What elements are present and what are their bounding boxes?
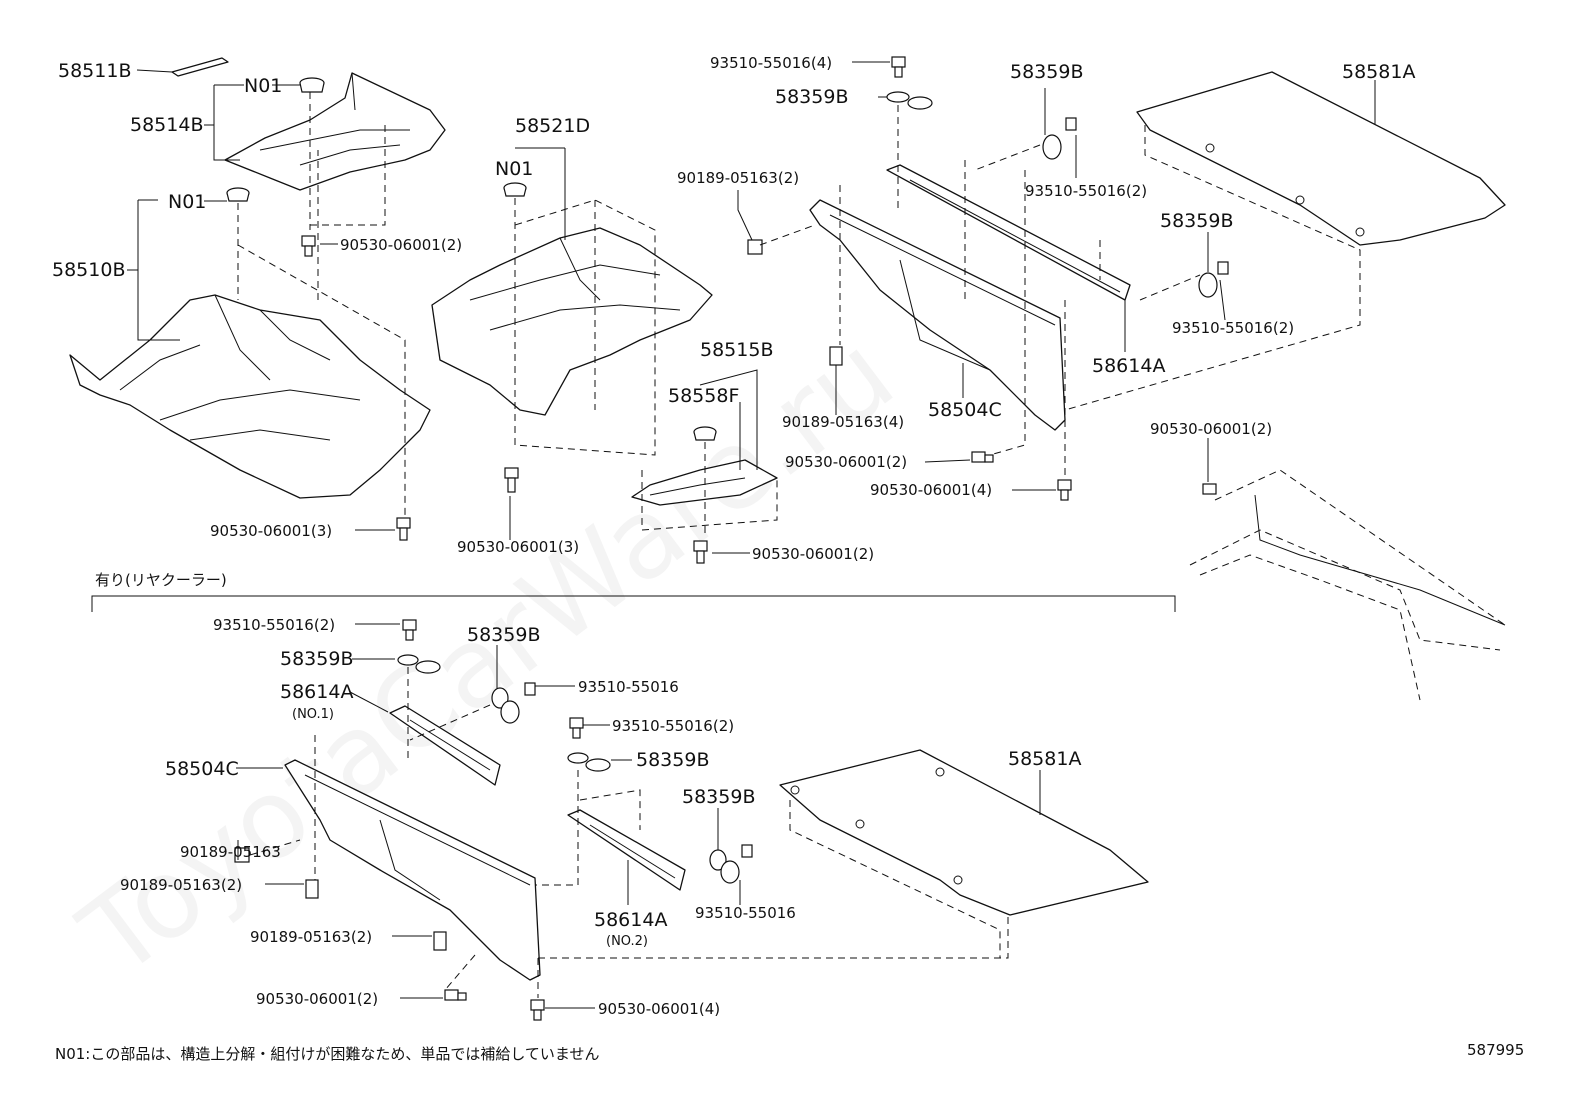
clip-90189-under bbox=[829, 346, 843, 366]
clip-58359B-lower-mid bbox=[491, 682, 536, 724]
part-58581A-lower-tray bbox=[779, 749, 1149, 916]
label-90530-3-b: 90530-06001(3) bbox=[457, 538, 579, 556]
label-58504C-a: 58504C bbox=[928, 399, 1002, 421]
label-58521D: 58521D bbox=[515, 115, 590, 137]
clip-90189-lower-c bbox=[433, 931, 447, 951]
label-90189-2-a: 90189-05163(2) bbox=[677, 169, 799, 187]
part-58510B-front-carpet bbox=[69, 294, 431, 499]
label-no2: (NO.2) bbox=[606, 934, 648, 949]
label-90530-2-e: 90530-06001(2) bbox=[256, 990, 378, 1008]
label-93510-2-c: 93510-55016(2) bbox=[213, 616, 335, 634]
label-93510-2-d: 93510-55016(2) bbox=[612, 717, 734, 735]
label-93510-2-b: 93510-55016(2) bbox=[1172, 319, 1294, 337]
label-58359B-e: 58359B bbox=[280, 648, 353, 670]
clip-58359B-lower-top bbox=[397, 654, 441, 674]
bolt-90530-lower-a bbox=[444, 989, 467, 1001]
label-58359B-d: 58359B bbox=[467, 624, 540, 646]
label-58504C-b: 58504C bbox=[165, 758, 239, 780]
bolt-90530-left-top bbox=[301, 235, 316, 257]
label-90189-2-b: 90189-05163(2) bbox=[120, 876, 242, 894]
bolt-90530-right-b bbox=[1057, 479, 1072, 501]
label-58515B: 58515B bbox=[700, 339, 773, 361]
label-90530-4-a: 90530-06001(4) bbox=[870, 481, 992, 499]
bolt-90530-far-right bbox=[1202, 483, 1217, 495]
clip-58359B-side bbox=[1042, 117, 1077, 160]
part-58514B-carpet bbox=[224, 72, 446, 191]
label-90530-2-d: 90530-06001(2) bbox=[1150, 420, 1272, 438]
clip-58359B-lower-right bbox=[709, 844, 753, 884]
label-93510-b: 93510-55016 bbox=[695, 904, 796, 922]
part-58504C-rear-panel bbox=[809, 199, 1066, 431]
part-58504C-lower bbox=[284, 759, 541, 981]
part-58581A-tray bbox=[1136, 71, 1506, 246]
label-58614A-c: 58614A bbox=[594, 909, 667, 931]
section-bracket bbox=[91, 595, 1176, 612]
label-90530-2-b: 90530-06001(2) bbox=[752, 545, 874, 563]
label-90189-2-c: 90189-05163(2) bbox=[250, 928, 372, 946]
label-58359B-b: 58359B bbox=[1010, 61, 1083, 83]
bolt-90530-right-a bbox=[971, 451, 994, 463]
label-58359B-a: 58359B bbox=[775, 86, 848, 108]
label-90189-a: 90189-05163 bbox=[180, 843, 281, 861]
label-90530-3-a: 90530-06001(3) bbox=[210, 522, 332, 540]
clip-58359B-right bbox=[1198, 261, 1229, 298]
plug-n01-middle bbox=[226, 187, 250, 202]
label-n01-center: N01 bbox=[495, 158, 533, 180]
label-58511B: 58511B bbox=[58, 60, 131, 82]
bolt-93510-lower-mid bbox=[569, 717, 584, 739]
plug-n01-center bbox=[503, 182, 527, 197]
bolt-90530-center bbox=[504, 467, 519, 493]
footnote: N01:この部品は、構造上分解・組付けが困難なため、単品では補給していません bbox=[55, 1045, 599, 1063]
label-58614A-a: 58614A bbox=[1092, 355, 1165, 377]
label-58359B-f: 58359B bbox=[636, 749, 709, 771]
label-no1: (NO.1) bbox=[292, 707, 334, 722]
part-58511B-strip bbox=[171, 57, 229, 77]
clip-58359B-top bbox=[886, 91, 933, 110]
clip-90189-right bbox=[747, 239, 763, 255]
diagram-id: 587995 bbox=[1467, 1041, 1524, 1059]
label-93510-a: 93510-55016 bbox=[578, 678, 679, 696]
clip-58359B-lower-mid2 bbox=[567, 752, 611, 772]
label-58581A-a: 58581A bbox=[1342, 61, 1415, 83]
label-90189-4: 90189-05163(4) bbox=[782, 413, 904, 431]
clip-90189-lower-b bbox=[305, 879, 319, 899]
leader-lines bbox=[127, 61, 1376, 1009]
bolt-90530-lower-b bbox=[530, 999, 545, 1021]
part-58614A-no2 bbox=[567, 809, 686, 891]
label-58359B-g: 58359B bbox=[682, 786, 755, 808]
part-58521D-rear-carpet bbox=[431, 227, 713, 416]
bolt-93510-lower bbox=[402, 619, 417, 641]
label-93510-2-a: 93510-55016(2) bbox=[1025, 182, 1147, 200]
label-90530-2-c: 90530-06001(2) bbox=[785, 453, 907, 471]
label-58510B: 58510B bbox=[52, 259, 125, 281]
label-section-note: 有り(リヤクーラー) bbox=[95, 571, 227, 589]
label-58614A-b: 58614A bbox=[280, 681, 353, 703]
part-58614A-bracket bbox=[886, 164, 1131, 301]
floor-sketch bbox=[1189, 494, 1506, 701]
bolt-90530-panel bbox=[693, 540, 708, 564]
plug-58558F bbox=[693, 426, 717, 441]
label-58514B: 58514B bbox=[130, 114, 203, 136]
part-58614A-no1 bbox=[389, 705, 501, 786]
bolt-93510-top bbox=[891, 56, 906, 78]
label-n01-top: N01 bbox=[244, 75, 282, 97]
label-58558F: 58558F bbox=[668, 385, 739, 407]
label-90530-4-b: 90530-06001(4) bbox=[598, 1000, 720, 1018]
label-n01-middle: N01 bbox=[168, 191, 206, 213]
label-58581A-b: 58581A bbox=[1008, 748, 1081, 770]
labels: 58511B N01 58514B N01 58510B 90530-06001… bbox=[52, 54, 1524, 1063]
bolt-90530-left-bottom bbox=[396, 517, 411, 541]
label-90530-2-a: 90530-06001(2) bbox=[340, 236, 462, 254]
label-58359B-c: 58359B bbox=[1160, 210, 1233, 232]
label-93510-4: 93510-55016(4) bbox=[710, 54, 832, 72]
plug-n01-top bbox=[299, 77, 325, 93]
